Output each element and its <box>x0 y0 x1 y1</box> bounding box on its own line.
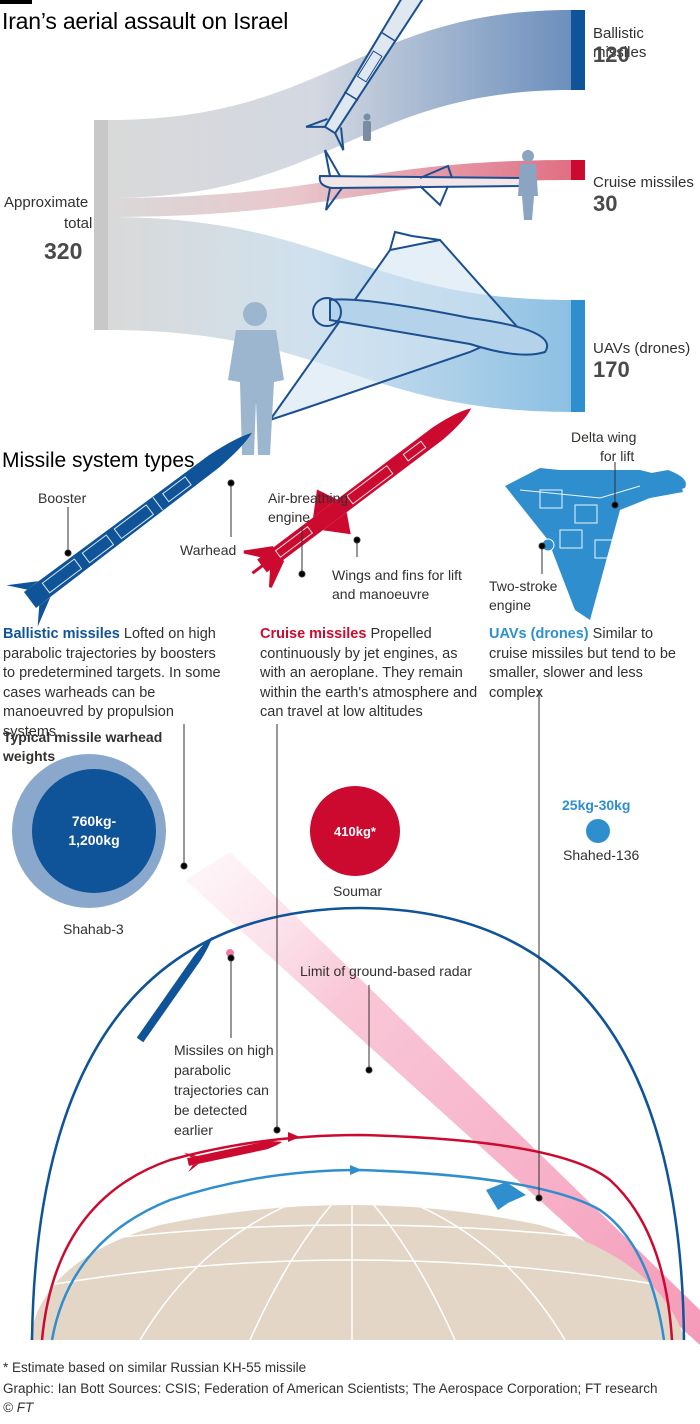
two-stroke-label-1: Two-stroke <box>489 578 558 594</box>
ballistic-flow-label: Ballistic missiles <box>593 25 647 61</box>
ballistic-icon <box>6 432 253 627</box>
detect-label: Missiles on high parabolic trajectories … <box>174 1042 274 1138</box>
soumar-circle <box>310 786 400 876</box>
uav-flow-value: 170 <box>593 357 630 382</box>
ballistic-missile-small <box>136 936 213 1043</box>
uav-flow-label: UAVs (drones) <box>593 340 691 357</box>
two-stroke-label-2: engine <box>489 597 532 613</box>
ballistic-bar <box>571 10 585 90</box>
cruise-flow-value: 30 <box>593 191 618 216</box>
warhead-circles <box>12 754 610 908</box>
shahed-name: Shahed-136 <box>563 847 640 863</box>
ballistic-outline-illustration <box>305 0 471 151</box>
ballistic-flow-value: 120 <box>593 42 630 67</box>
uav-description: UAVs (drones) Similar to cruise missiles… <box>489 625 689 703</box>
trajectory-leader-lines <box>180 690 543 1202</box>
shahab-name: Shahab-3 <box>63 921 124 937</box>
cruise-missile-small <box>183 1141 282 1173</box>
warhead-heading-1: Typical missile warhead <box>3 729 163 745</box>
credit: Graphic: Ian Bott Sources: CSIS; Federat… <box>3 1381 658 1396</box>
uav-arrow <box>350 1165 362 1175</box>
air-breathing-label-2: engine <box>268 509 311 525</box>
page-title: Iran’s aerial assault on Israel <box>2 8 289 34</box>
total-value: 320 <box>44 238 83 264</box>
radar-limit-label: Limit of ground-based radar <box>300 963 472 979</box>
delta-wing-label-1: Delta wing <box>571 429 637 445</box>
total-label-line1: Approximate <box>4 194 89 211</box>
wings-label-1: Wings and fins for lift <box>332 567 462 583</box>
uav-bar <box>571 300 585 412</box>
delta-wing-label-2: for lift <box>600 448 635 464</box>
earth-dome <box>30 1205 685 1340</box>
cruise-description: Cruise missiles Propelled continuously b… <box>260 625 478 723</box>
total-label-line2: total <box>64 215 93 232</box>
cruise-name: Cruise missiles <box>260 626 367 642</box>
ballistic-name: Ballistic missiles <box>3 626 120 642</box>
cruise-desc-text: Propelled continuously by jet engines, a… <box>260 626 478 720</box>
person-silhouette-large <box>228 302 284 455</box>
uav-desc-text: Similar to cruise missiles but tend to b… <box>489 626 676 701</box>
cruise-trajectory <box>40 1133 674 1341</box>
shahab-inner-circle <box>32 769 156 893</box>
shahab-weight-1: 760kg- <box>71 813 117 829</box>
uav-outline-illustration <box>253 230 548 422</box>
uav-icon <box>505 468 686 620</box>
ballistic-trajectory <box>30 906 686 1341</box>
soumar-weight: 410kg* <box>334 824 376 839</box>
copyright: © FT <box>3 1400 34 1415</box>
air-breathing-label-1: Air-breathing <box>268 490 349 506</box>
cruise-outline-illustration <box>318 149 529 211</box>
soumar-name: Soumar <box>333 883 383 899</box>
warhead-label: Warhead <box>180 542 237 558</box>
radar-band <box>185 852 700 1345</box>
types-heading: Missile system types <box>2 449 195 472</box>
ballistic-description: Ballistic missiles Lofted on high parabo… <box>3 625 225 742</box>
header-rule <box>0 0 32 4</box>
booster-label: Booster <box>38 490 87 506</box>
shahab-weight-2: 1,200kg <box>68 832 120 848</box>
trajectory-panel <box>30 690 700 1345</box>
shahed-weight: 25kg-30kg <box>562 797 631 813</box>
cruise-bar <box>571 160 585 180</box>
person-silhouette-medium <box>518 150 538 220</box>
warhead-heading-2: weights <box>3 748 56 764</box>
uav-name: UAVs (drones) <box>489 626 589 642</box>
ballistic-desc-text: Lofted on high parabolic trajectories by… <box>3 626 221 740</box>
person-silhouette-small <box>363 113 371 141</box>
uav-small <box>486 1182 526 1210</box>
type-leader-lines <box>64 462 619 578</box>
cruise-arrow <box>288 1132 300 1142</box>
total-bar <box>94 120 108 330</box>
shahed-circle <box>586 819 610 843</box>
footnote: * Estimate based on similar Russian KH-5… <box>3 1360 307 1375</box>
wings-label-2: and manoeuvre <box>332 586 430 602</box>
cruise-flow-label: Cruise missiles <box>593 174 694 191</box>
cruise-icon <box>243 408 472 588</box>
